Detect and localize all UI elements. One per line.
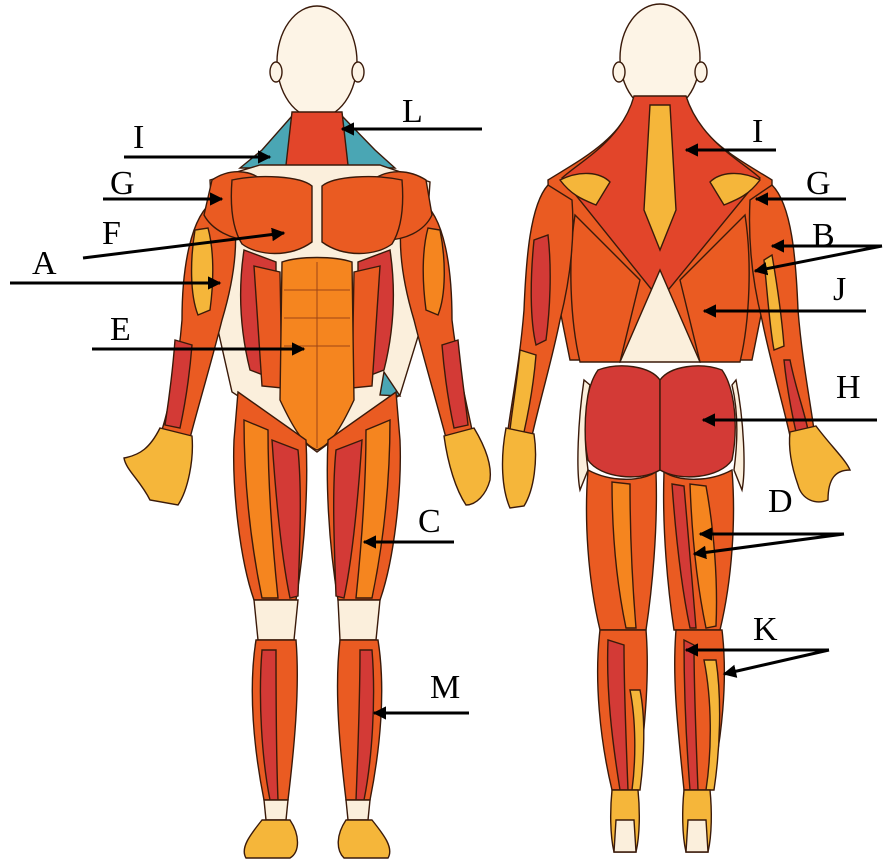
back-right-hand bbox=[789, 426, 850, 502]
label-g-front: G bbox=[110, 165, 135, 202]
front-body-figure bbox=[124, 6, 490, 858]
label-j: J bbox=[833, 271, 846, 308]
front-head bbox=[277, 6, 357, 118]
label-m: M bbox=[430, 669, 460, 706]
label-a: A bbox=[32, 245, 57, 282]
label-i-back: I bbox=[752, 113, 763, 150]
front-left-hand bbox=[124, 428, 192, 505]
label-d: D bbox=[768, 483, 793, 520]
label-g-back: G bbox=[806, 165, 831, 202]
back-left-hand bbox=[503, 428, 536, 508]
label-b: B bbox=[812, 217, 835, 254]
label-h: H bbox=[836, 369, 861, 406]
label-f: F bbox=[102, 215, 121, 252]
front-right-foot bbox=[338, 820, 390, 858]
label-i-front: I bbox=[133, 119, 144, 156]
front-right-hand bbox=[444, 428, 490, 505]
label-l: L bbox=[402, 93, 423, 130]
back-left-gluteus bbox=[585, 366, 660, 477]
label-c: C bbox=[418, 503, 441, 540]
label-e: E bbox=[110, 311, 131, 348]
label-k: K bbox=[753, 611, 778, 648]
arrow-k-lower bbox=[724, 650, 829, 674]
back-body-figure bbox=[503, 4, 850, 852]
front-left-pectoral bbox=[231, 177, 312, 254]
front-left-foot bbox=[244, 820, 297, 858]
front-right-pectoral bbox=[322, 177, 403, 254]
